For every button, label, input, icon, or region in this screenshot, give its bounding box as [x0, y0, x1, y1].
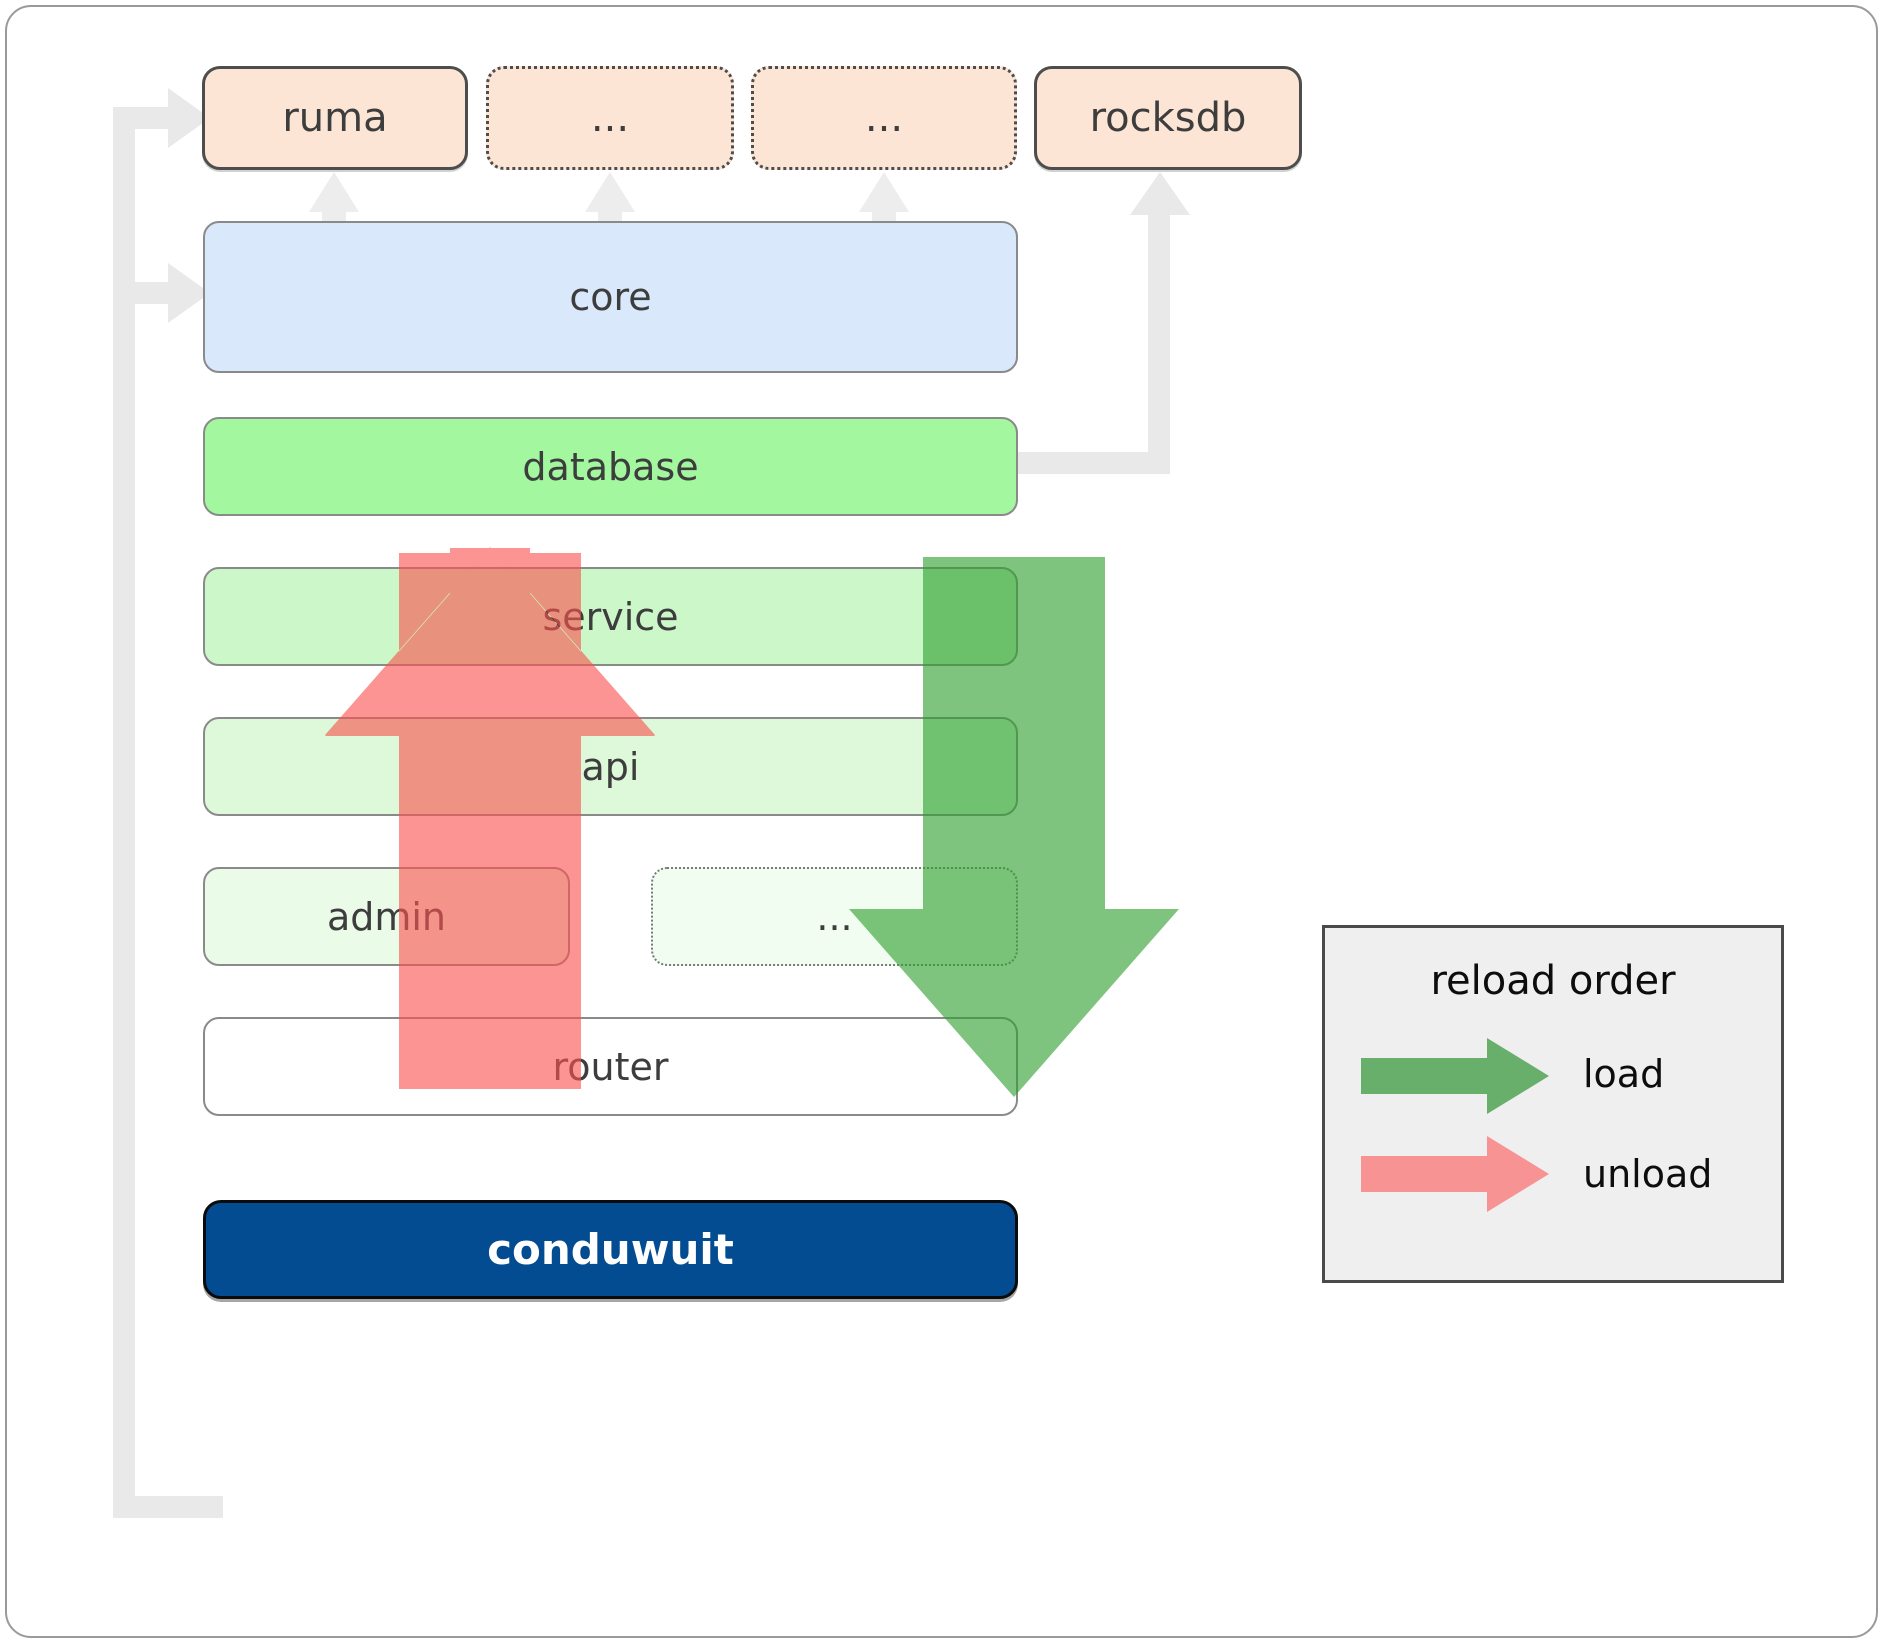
root-label: conduwuit [487, 1225, 734, 1274]
dependency-box-ellipsis-1[interactable]: ... [486, 66, 734, 170]
layer-label: router [552, 1044, 669, 1089]
layer-label: service [542, 594, 679, 639]
layer-box-database[interactable]: database [203, 417, 1018, 516]
layer-box-api[interactable]: api [203, 717, 1018, 816]
legend-panel: reload order load unload [1322, 925, 1784, 1283]
dependency-label: ... [864, 95, 904, 141]
layer-label: admin [326, 894, 447, 939]
layer-label: api [581, 744, 640, 789]
layer-label: core [569, 275, 652, 319]
dependency-label: ruma [282, 95, 388, 141]
left-connector-bus [113, 88, 223, 1518]
layer-label: database [522, 444, 699, 489]
dependency-box-ellipsis-2[interactable]: ... [751, 66, 1017, 170]
dependency-box-rocksdb[interactable]: rocksdb [1034, 66, 1302, 170]
legend-swatch-load [1361, 1038, 1549, 1114]
layer-box-core[interactable]: core [203, 221, 1018, 373]
layer-box-ellipsis[interactable]: ... [651, 867, 1018, 966]
layer-box-router[interactable]: router [203, 1017, 1018, 1116]
legend-arrows [1361, 1038, 1549, 1212]
dependency-label: rocksdb [1089, 95, 1247, 141]
root-box-conduwuit[interactable]: conduwuit [203, 1200, 1018, 1299]
legend-label-unload: unload [1583, 1152, 1713, 1196]
legend-title: reload order [1430, 958, 1676, 1004]
dependency-label: ... [590, 95, 630, 141]
legend-label-load: load [1583, 1052, 1665, 1096]
layer-label: ... [816, 894, 853, 939]
dependency-box-ruma[interactable]: ruma [202, 66, 468, 170]
database-to-rocksdb-connector [1018, 172, 1190, 474]
layer-box-service[interactable]: service [203, 567, 1018, 666]
layer-box-admin[interactable]: admin [203, 867, 570, 966]
legend-swatch-unload [1361, 1136, 1549, 1212]
